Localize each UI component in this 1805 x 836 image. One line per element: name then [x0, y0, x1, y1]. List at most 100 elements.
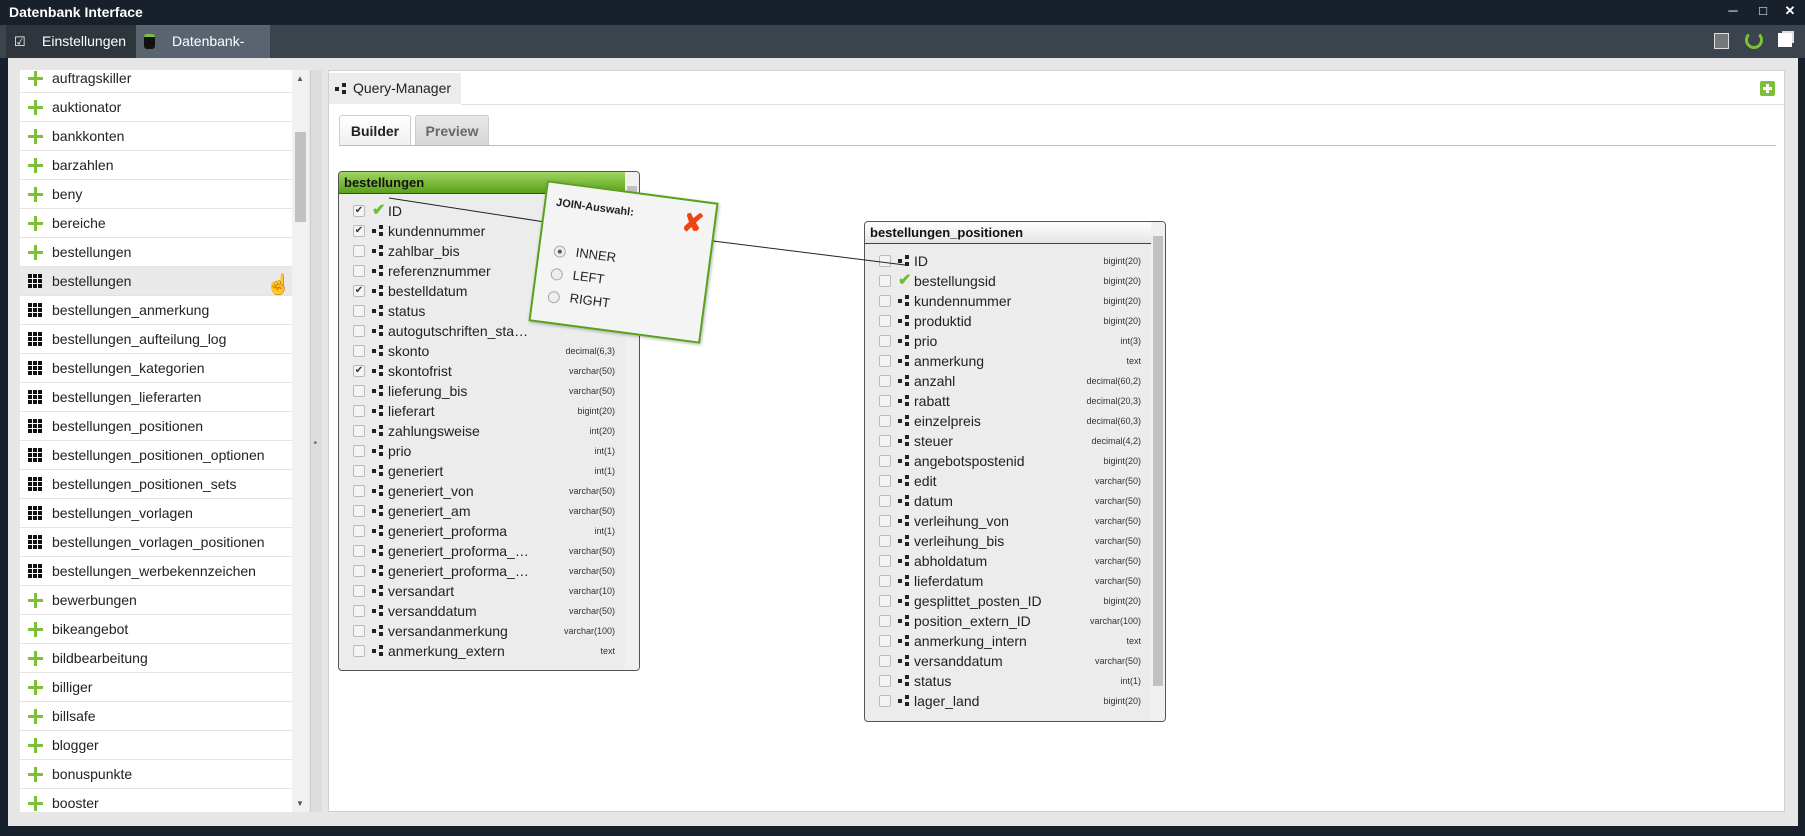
sidebar-item[interactable]: bewerbungen [20, 586, 292, 615]
field-checkbox[interactable] [879, 355, 891, 367]
field-checkbox[interactable] [879, 375, 891, 387]
sidebar-item[interactable]: billsafe [20, 702, 292, 731]
sidebar-item[interactable]: bestellungen [20, 238, 292, 267]
close-icon[interactable]: ✘ [680, 206, 706, 240]
field-checkbox[interactable] [353, 425, 365, 437]
sidebar-item[interactable]: bestellungen_vorlagen [20, 499, 292, 528]
radio-inner[interactable]: INNER [553, 242, 617, 265]
field-checkbox[interactable] [353, 505, 365, 517]
sidebar-item[interactable]: bankkonten [20, 122, 292, 151]
field-checkbox[interactable] [879, 455, 891, 467]
field-checkbox[interactable] [879, 315, 891, 327]
field-checkbox[interactable] [353, 385, 365, 397]
scroll-down-icon[interactable]: ▼ [296, 799, 304, 808]
scroll-up-icon[interactable]: ▲ [296, 74, 304, 83]
field-checkbox[interactable] [353, 405, 365, 417]
field-checkbox[interactable] [353, 605, 365, 617]
field-checkbox[interactable] [353, 585, 365, 597]
user-icon[interactable] [1714, 33, 1729, 49]
field-checkbox[interactable] [879, 615, 891, 627]
sidebar-item[interactable]: bonuspunkte [20, 760, 292, 789]
field-checkbox[interactable]: ✔ [353, 365, 365, 377]
field-checkbox[interactable] [353, 625, 365, 637]
field-checkbox[interactable] [353, 345, 365, 357]
sidebar-item[interactable]: bestellungen [20, 267, 292, 296]
field-checkbox[interactable] [879, 495, 891, 507]
field-row[interactable]: referenznummer [339, 261, 625, 281]
field-checkbox[interactable] [879, 475, 891, 487]
sidebar-item[interactable]: bestellungen_aufteilung_log [20, 325, 292, 354]
field-checkbox[interactable]: ✔ [353, 205, 365, 217]
field-checkbox[interactable]: ✔ [353, 285, 365, 297]
sidebar-scrollbar[interactable]: ▲ ▼ [292, 70, 309, 812]
sidebar-item[interactable]: booster [20, 789, 292, 812]
panel-splitter[interactable]: ‣ [310, 70, 322, 812]
field-checkbox[interactable] [353, 565, 365, 577]
field-checkbox[interactable] [353, 325, 365, 337]
table-scrollbar[interactable] [1151, 222, 1165, 721]
field-checkbox[interactable] [353, 525, 365, 537]
field-row[interactable]: ✔✔ID [339, 201, 625, 221]
sidebar-item[interactable]: bestellungen_anmerkung [20, 296, 292, 325]
field-checkbox[interactable] [353, 645, 365, 657]
field-row[interactable]: ✔kundennummer [339, 221, 625, 241]
sidebar-item[interactable]: bikeangebot [20, 615, 292, 644]
add-query-button[interactable] [1760, 81, 1775, 96]
field-checkbox[interactable] [879, 395, 891, 407]
field-checkbox[interactable] [879, 515, 891, 527]
sidebar-item[interactable]: bestellungen_werbekennzeichen [20, 557, 292, 586]
sidebar-item[interactable]: bestellungen_kategorien [20, 354, 292, 383]
field-checkbox[interactable] [879, 555, 891, 567]
refresh-icon[interactable] [1745, 31, 1763, 49]
sidebar-item[interactable]: bestellungen_positionen_optionen [20, 441, 292, 470]
field-checkbox[interactable] [353, 245, 365, 257]
close-icon[interactable]: ✕ [1784, 3, 1796, 18]
field-checkbox[interactable] [879, 275, 891, 287]
field-checkbox[interactable] [353, 305, 365, 317]
field-checkbox[interactable] [353, 465, 365, 477]
field-row[interactable]: generiert_proforma_…varchar(50) [339, 561, 625, 581]
field-checkbox[interactable] [879, 435, 891, 447]
sidebar-item[interactable]: bestellungen_positionen [20, 412, 292, 441]
field-checkbox[interactable] [353, 545, 365, 557]
maximize-icon[interactable]: □ [1759, 3, 1767, 18]
field-checkbox[interactable] [879, 415, 891, 427]
field-row[interactable]: zahlbar_bis [339, 241, 625, 261]
field-checkbox[interactable] [879, 675, 891, 687]
sidebar-item[interactable]: bereiche [20, 209, 292, 238]
radio-left[interactable]: LEFT [550, 265, 605, 287]
minimize-icon[interactable]: ─ [1728, 3, 1738, 18]
tab-einstellungen[interactable]: ☑ Einstellungen [6, 25, 136, 58]
sidebar-item[interactable]: billiger [20, 673, 292, 702]
sidebar-item[interactable]: barzahlen [20, 151, 292, 180]
sidebar-item[interactable]: bestellungen_lieferarten [20, 383, 292, 412]
field-checkbox[interactable] [879, 255, 891, 267]
field-checkbox[interactable] [879, 535, 891, 547]
field-checkbox[interactable] [879, 695, 891, 707]
table-card-title[interactable]: bestellungen_positionen [865, 222, 1165, 244]
